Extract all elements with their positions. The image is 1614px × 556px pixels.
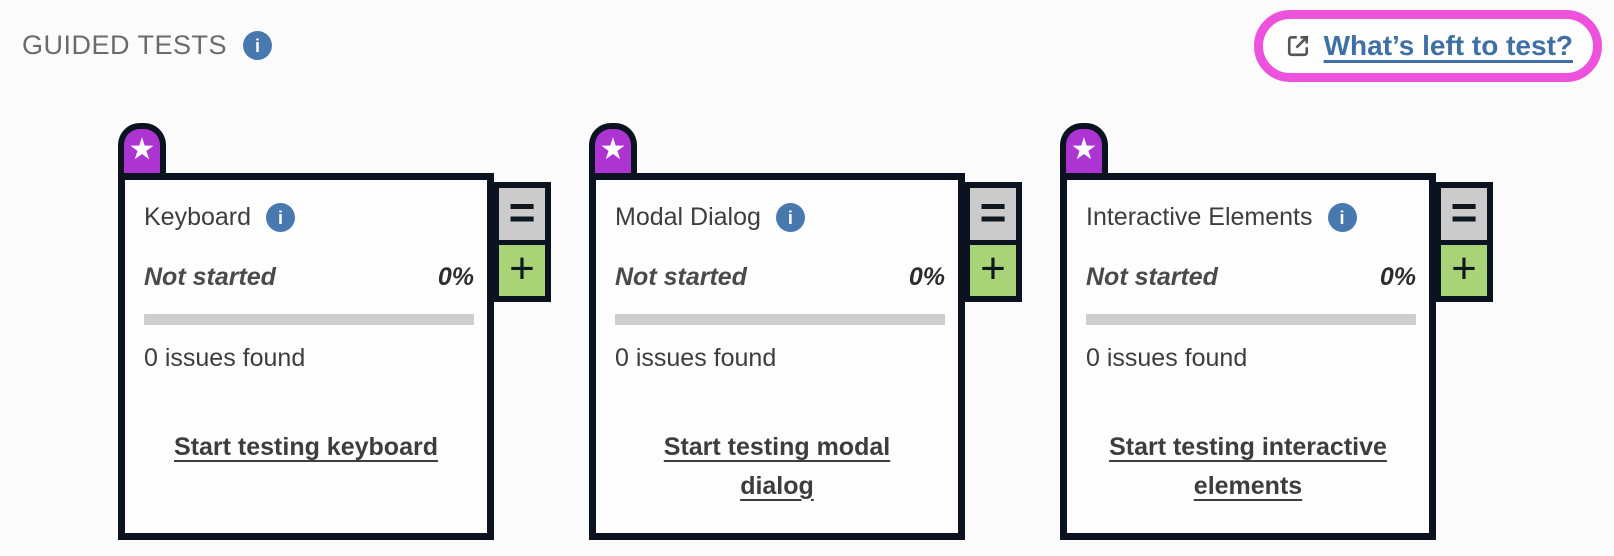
- info-icon[interactable]: i: [243, 31, 273, 60]
- test-card-interactive-elements: ★ = + Interactive Elements i Not started…: [1060, 123, 1493, 540]
- star-badge: ★: [1060, 123, 1108, 180]
- reorder-button[interactable]: =: [970, 188, 1016, 240]
- whats-left-link[interactable]: What’s left to test?: [1323, 30, 1573, 61]
- add-button[interactable]: +: [970, 244, 1016, 296]
- test-card-modal-dialog: ★ = + Modal Dialog i Not started 0%: [589, 123, 1022, 540]
- annotation-highlight: What’s left to test?: [1253, 10, 1602, 82]
- star-badge: ★: [118, 123, 166, 180]
- page-title: GUIDED TESTS: [22, 30, 228, 60]
- issues-count: 0 issues found: [1086, 344, 1248, 372]
- status-text: Not started: [144, 263, 276, 291]
- add-button[interactable]: +: [1441, 244, 1487, 296]
- card-body: Modal Dialog i Not started 0% 0 issues f…: [589, 173, 965, 540]
- progress-bar: [1086, 314, 1416, 325]
- start-testing-link[interactable]: Start testing keyboard: [174, 433, 438, 461]
- status-percent: 0%: [908, 263, 945, 291]
- card-actions: = +: [964, 182, 1022, 302]
- status-text: Not started: [615, 263, 747, 291]
- reorder-button[interactable]: =: [1441, 188, 1487, 240]
- add-button[interactable]: +: [499, 244, 545, 296]
- info-icon[interactable]: i: [775, 203, 805, 232]
- info-icon[interactable]: i: [266, 203, 296, 232]
- start-testing-link[interactable]: Start testing interactive elements: [1109, 433, 1387, 500]
- card-actions: = +: [493, 182, 551, 302]
- section-header: GUIDED TESTS i: [22, 30, 273, 61]
- star-icon: ★: [599, 133, 627, 166]
- star-icon: ★: [1070, 133, 1098, 166]
- card-title: Modal Dialog: [615, 203, 761, 231]
- card-body: Interactive Elements i Not started 0% 0 …: [1060, 173, 1436, 540]
- progress-bar: [615, 314, 945, 325]
- start-testing-link[interactable]: Start testing modal dialog: [663, 433, 891, 500]
- external-link-icon: [1287, 35, 1309, 57]
- guided-test-cards: ★ = + Keyboard i Not started 0%: [118, 123, 1493, 540]
- status-percent: 0%: [437, 263, 474, 291]
- card-title: Keyboard: [144, 203, 252, 231]
- issues-count: 0 issues found: [615, 344, 777, 372]
- status-percent: 0%: [1379, 263, 1416, 291]
- test-card-keyboard: ★ = + Keyboard i Not started 0%: [118, 123, 551, 540]
- issues-count: 0 issues found: [144, 344, 306, 372]
- status-text: Not started: [1086, 263, 1218, 291]
- star-badge: ★: [589, 123, 637, 180]
- card-title: Interactive Elements: [1086, 203, 1313, 231]
- reorder-button[interactable]: =: [499, 188, 545, 240]
- card-actions: = +: [1435, 182, 1493, 302]
- progress-bar: [144, 314, 474, 325]
- card-body: Keyboard i Not started 0% 0 issues found…: [118, 173, 494, 540]
- star-icon: ★: [128, 133, 156, 166]
- info-icon[interactable]: i: [1327, 203, 1357, 232]
